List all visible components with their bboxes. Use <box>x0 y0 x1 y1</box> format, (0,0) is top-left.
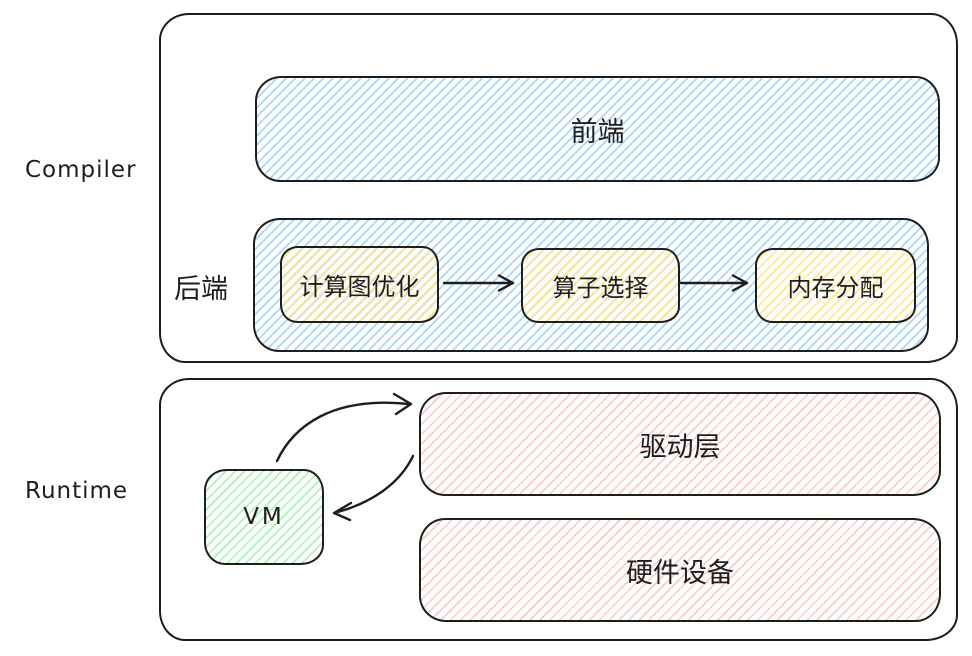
step-label-graph-optimization: 计算图优化 <box>299 273 420 301</box>
step-box-graph-optimization: 计算图优化 <box>280 246 439 323</box>
compiler-section-label: Compiler <box>25 157 137 183</box>
step-box-memory-allocation: 内存分配 <box>755 248 916 323</box>
hardware-device-label: 硬件设备 <box>626 557 734 589</box>
hardware-device-box: 硬件设备 <box>419 518 941 622</box>
vm-label: VM <box>243 504 285 530</box>
driver-layer-box: 驱动层 <box>419 392 941 496</box>
driver-layer-label: 驱动层 <box>639 431 721 463</box>
step-label-operator-selection: 算子选择 <box>552 274 649 302</box>
frontend-label: 前端 <box>570 116 625 148</box>
backend-box: 计算图优化 算子选择 内存分配 <box>253 218 929 352</box>
runtime-box: VM 驱动层 硬件设备 <box>159 378 958 641</box>
step-box-operator-selection: 算子选择 <box>521 248 680 323</box>
backend-label: 后端 <box>174 274 228 305</box>
frontend-box: 前端 <box>255 76 940 182</box>
step-label-memory-allocation: 内存分配 <box>787 274 884 302</box>
runtime-section-label: Runtime <box>25 478 129 504</box>
vm-box: VM <box>204 469 324 565</box>
